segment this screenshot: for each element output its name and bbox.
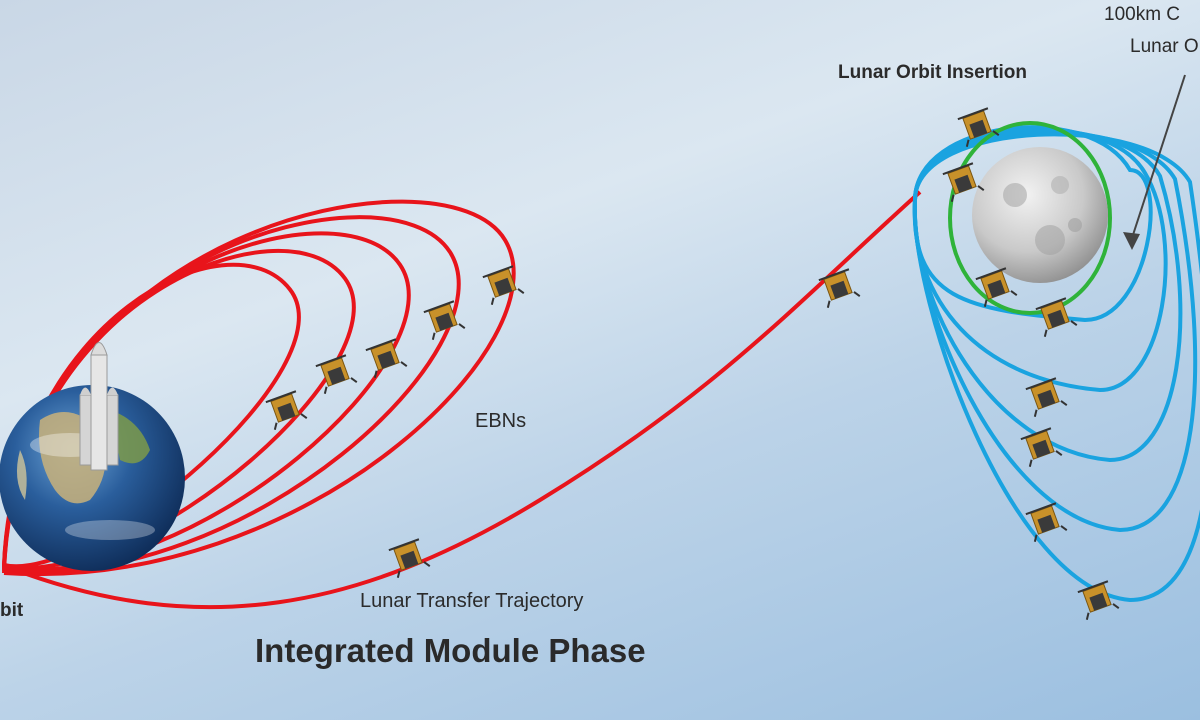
moon-icon bbox=[972, 147, 1108, 283]
lunar-orbit-loop bbox=[912, 128, 1183, 463]
spacecraft-icon bbox=[816, 267, 861, 309]
orbit-100km-label: 100km C bbox=[1104, 4, 1181, 25]
phase-title: Integrated Module Phase bbox=[255, 632, 646, 669]
earth-orbit-loop bbox=[2, 199, 516, 577]
lunar-orbit-loop bbox=[912, 132, 1200, 603]
earth-orbit-label: bit bbox=[0, 600, 24, 621]
spacecraft-icon bbox=[363, 337, 408, 379]
ebns-label: EBNs bbox=[475, 410, 527, 432]
final-100km-orbit bbox=[948, 121, 1112, 315]
lunar-transfer-trajectory bbox=[9, 190, 922, 610]
orbit-pointer-arrow bbox=[1123, 74, 1186, 250]
lunar-bound-orbits bbox=[912, 125, 1200, 603]
rocket-icon bbox=[79, 342, 119, 471]
spacecraft-icon bbox=[1075, 579, 1120, 621]
lunar-orbit-loop bbox=[912, 127, 1168, 393]
lunar-orbit-label: Lunar O bbox=[1130, 36, 1199, 57]
lunar-transfer-trajectory-label: Lunar Transfer Trajectory bbox=[360, 590, 584, 612]
spacecraft-icon bbox=[480, 264, 525, 306]
lunar-orbit-insertion-label: Lunar Orbit Insertion bbox=[838, 62, 1027, 83]
